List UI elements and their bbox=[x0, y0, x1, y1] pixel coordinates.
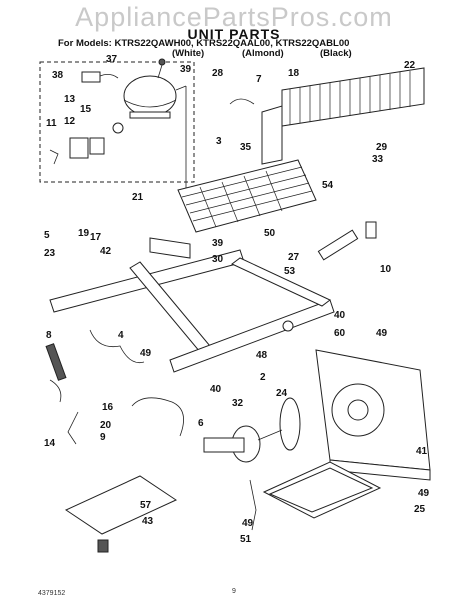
condenser-drawing bbox=[229, 67, 425, 165]
callout-label: 50 bbox=[264, 228, 276, 239]
watermark: AppliancePartsPros.com bbox=[75, 2, 393, 32]
callout-label: 53 bbox=[284, 266, 296, 277]
callout-label: 29 bbox=[376, 142, 388, 153]
callout-label: 15 bbox=[80, 104, 92, 115]
callout-label: 54 bbox=[322, 180, 334, 191]
callout-label: 40 bbox=[210, 384, 222, 395]
callout-label: 14 bbox=[44, 438, 56, 449]
callout-label: 10 bbox=[380, 264, 392, 275]
callout-label: 48 bbox=[256, 350, 268, 361]
callout-label: 24 bbox=[276, 388, 288, 399]
callout-label: 32 bbox=[232, 398, 244, 409]
compressor-group-box bbox=[39, 61, 195, 183]
callout-label: 38 bbox=[52, 70, 64, 81]
callout-label: 6 bbox=[198, 418, 204, 429]
callout-label: 28 bbox=[212, 68, 224, 79]
callout-label: 4 bbox=[118, 330, 124, 341]
callout-label: 41 bbox=[416, 446, 428, 457]
callout-label: 49 bbox=[376, 328, 388, 339]
callout-label: 9 bbox=[100, 432, 106, 443]
diagram-title: UNIT PARTS bbox=[187, 26, 281, 42]
variant-white: (White) bbox=[172, 48, 205, 59]
callout-label: 39 bbox=[180, 64, 192, 75]
drain-pan-drawing bbox=[262, 461, 382, 519]
callout-label: 5 bbox=[44, 230, 50, 241]
variant-black: (Black) bbox=[320, 48, 352, 59]
callout-label: 8 bbox=[46, 330, 52, 341]
callout-label: 51 bbox=[240, 534, 252, 545]
callout-label: 37 bbox=[106, 54, 118, 65]
callout-label: 49 bbox=[418, 488, 430, 499]
fan-motor-drawing bbox=[203, 397, 301, 463]
callout-label: 25 bbox=[414, 504, 426, 515]
footer-page-number: 9 bbox=[232, 588, 236, 595]
callout-label: 20 bbox=[100, 420, 112, 431]
callout-label: 22 bbox=[404, 60, 416, 71]
callout-label: 33 bbox=[372, 154, 384, 165]
callout-label: 30 bbox=[212, 254, 224, 265]
callout-label: 43 bbox=[142, 516, 154, 527]
callout-label: 7 bbox=[256, 74, 262, 85]
callout-label: 23 bbox=[44, 248, 56, 259]
callout-label: 18 bbox=[288, 68, 300, 79]
callout-label: 40 bbox=[334, 310, 346, 321]
callout-label: 11 bbox=[46, 118, 57, 129]
fan-shroud-drawing bbox=[315, 349, 431, 481]
callout-label: 3 bbox=[216, 136, 222, 147]
compressor-drawing bbox=[123, 58, 187, 200]
callout-label: 17 bbox=[90, 232, 102, 243]
callout-label: 57 bbox=[140, 500, 152, 511]
footer-part-number: 4379152 bbox=[38, 590, 66, 597]
callout-label: 16 bbox=[102, 402, 114, 413]
callout-label: 21 bbox=[132, 192, 144, 203]
callout-label: 27 bbox=[288, 252, 300, 263]
callout-label: 42 bbox=[100, 246, 112, 257]
callout-label: 19 bbox=[78, 228, 90, 239]
callout-label: 35 bbox=[240, 142, 252, 153]
relay-parts bbox=[49, 71, 124, 165]
misc-parts-drawing bbox=[45, 221, 377, 553]
callout-label: 13 bbox=[64, 94, 76, 105]
callout-label: 60 bbox=[334, 328, 346, 339]
evaporator-coil-drawing bbox=[177, 159, 317, 233]
callout-label: 49 bbox=[242, 518, 254, 529]
models-line: For Models: KTRS22QAWH00, KTRS22QAAL00, … bbox=[58, 38, 350, 49]
callout-label: 49 bbox=[140, 348, 152, 359]
callout-label: 2 bbox=[260, 372, 266, 383]
variant-almond: (Almond) bbox=[242, 48, 284, 59]
base-frame-drawing bbox=[49, 237, 335, 373]
callout-label: 12 bbox=[64, 116, 76, 127]
callout-label: 39 bbox=[212, 238, 224, 249]
